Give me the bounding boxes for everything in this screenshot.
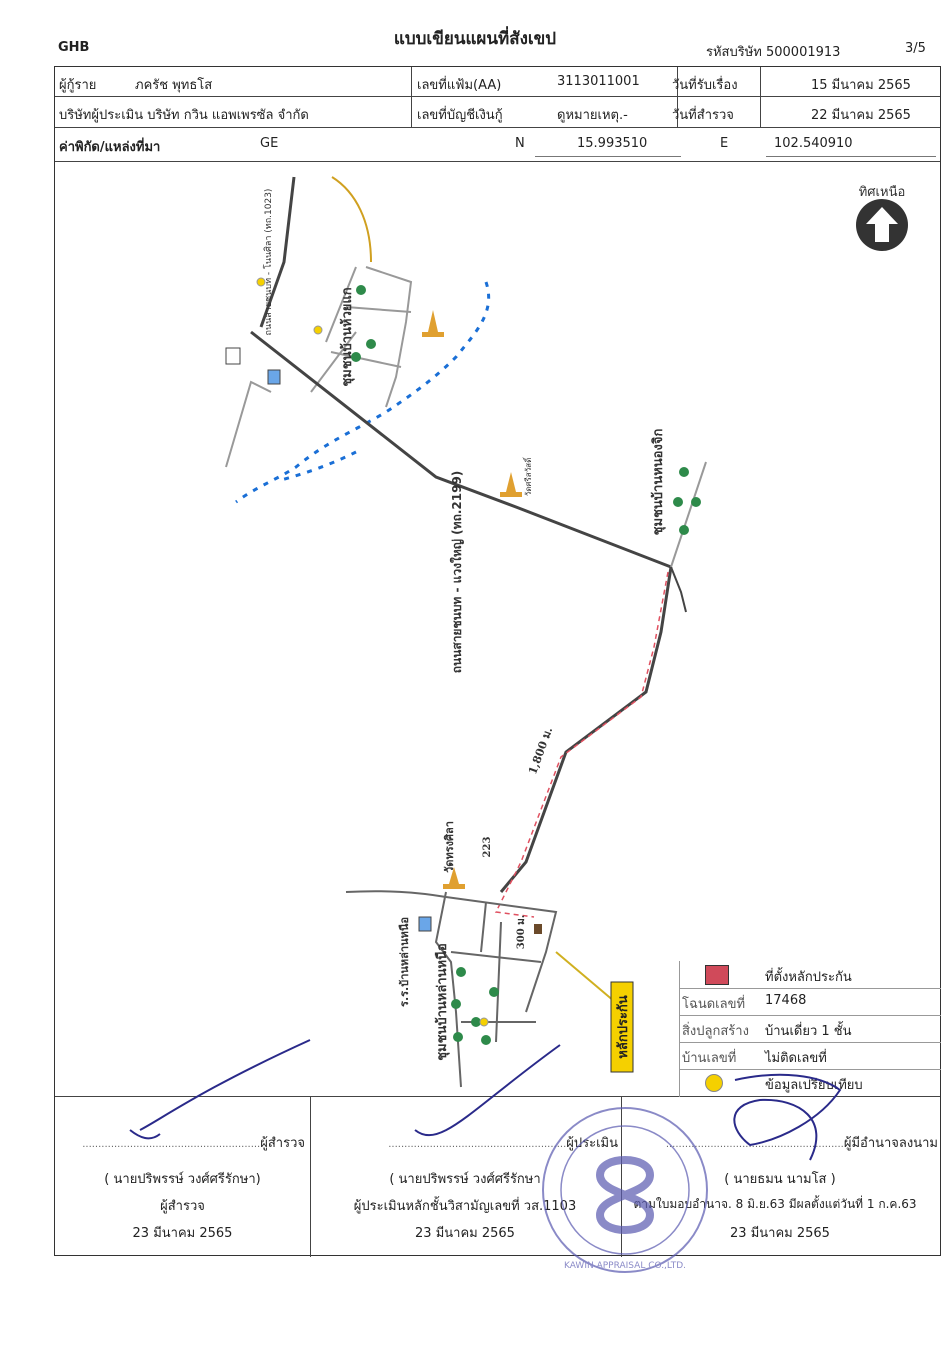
account-value: ดูหมายเหตุ.- [557, 108, 628, 123]
village-east-label: ชุมชนบ้านหนองจิก [650, 429, 666, 536]
handwritten-signature [414, 1044, 561, 1136]
east-village-road [670, 461, 707, 568]
distance-long-label: 1,800 ม. [526, 725, 555, 776]
borrower-label: ผู้กู้ราย [59, 78, 97, 93]
route-road [499, 566, 673, 893]
borrower-name: ภครัช พุทธโส [135, 78, 213, 93]
legend-house-no-value: ไม่ติดเลขที่ [765, 1051, 827, 1066]
north-road [259, 176, 296, 328]
village-north-label: ชุมชนบ้านห้วยแก [339, 287, 355, 386]
comparable-marker [256, 277, 489, 1027]
n-value: 15.993510 [577, 136, 648, 151]
legend-house-no-label: บ้านเลขที่ [682, 1051, 737, 1066]
surveyor-signature-line: ........................................… [82, 1136, 305, 1151]
company-stamp: KAWIN APPRAISAL CO.,LTD. [542, 1107, 708, 1273]
coord-label: ค่าพิกัด/แหล่งที่มา [59, 140, 161, 155]
temple-icon [443, 867, 465, 889]
handwritten-signature [129, 1129, 161, 1140]
temple-2-label: วัดทรงศิลา [443, 821, 456, 873]
received-label: วันที่รับเรื่อง [672, 78, 738, 93]
stamp-text: KAWIN APPRAISAL CO.,LTD. [564, 1261, 686, 1271]
tree-icon [351, 285, 701, 1045]
surveyor-title: ผู้สำรวจ [160, 1199, 205, 1214]
collateral-callout-label: หลักประกัน [616, 995, 631, 1058]
signature-overlay: KAWIN APPRAISAL CO.,LTD. [129, 1039, 842, 1273]
surveyor-name: ( นายปริพรรษ์ วงศ์ศรีรักษา) [104, 1172, 261, 1187]
e-label: E [720, 136, 729, 151]
account-label: เลขที่บัญชีเงินกู้ [417, 108, 503, 123]
collateral-swatch [705, 965, 729, 985]
north-arrow-icon [856, 199, 908, 251]
road-spur-east [670, 566, 687, 613]
file-no-label: เลขที่แฟ้ม(AA) [417, 78, 502, 93]
legend-building-label: สิ่งปลูกสร้าง [682, 1024, 749, 1039]
surveyor-role: ผู้สำรวจ [260, 1136, 305, 1151]
surveyor-date: 23 มีนาคม 2565 [132, 1226, 233, 1241]
collateral-callout: หลักประกัน [610, 981, 634, 1073]
n-label: N [515, 136, 525, 151]
bank-code: GHB [58, 40, 90, 55]
handwritten-signature [139, 1039, 311, 1131]
legend-collateral-location: ที่ตั้งหลักประกัน [765, 970, 852, 985]
form-frame: ผู้กู้ราย ภครัช พุทธโส เลขที่แฟ้ม(AA) 31… [54, 66, 941, 1257]
received-date: 15 มีนาคม 2565 [811, 78, 911, 93]
north-village-roads [225, 266, 413, 468]
e-value: 102.540910 [774, 136, 853, 151]
temple-1-label: วัดศรีสวัสดิ์ [522, 456, 533, 496]
company-code: รหัสบริษัท 500001913 [706, 45, 841, 60]
authorized-date: 23 มีนาคม 2565 [730, 1226, 830, 1241]
row-divider [55, 161, 940, 162]
village-south-label: ชุมชนบ้านหล่านหนือ [434, 943, 450, 1061]
comparable-swatch [705, 1074, 723, 1092]
appraiser-date: 23 มีนาคม 2565 [415, 1226, 515, 1241]
north-road-branch [331, 176, 372, 263]
building-icon [225, 347, 241, 365]
building-icon [267, 369, 281, 385]
north-label: ทิศเหนือ [859, 184, 906, 200]
temple-icon [422, 310, 444, 337]
road-main-label: ถนนสายชนบท - แวงใหญ่ (ทถ.2199) [449, 471, 464, 674]
authorized-role: ผู้มีอำนาจลงนาม [843, 1136, 938, 1151]
row-divider [55, 96, 940, 97]
survey-date: 22 มีนาคม 2565 [811, 108, 911, 123]
row-divider [55, 127, 940, 128]
distance-short-label: 300 ม. [516, 915, 527, 949]
collateral-marker [534, 924, 542, 934]
file-no: 3113011001 [557, 74, 640, 89]
legend-deed-label: โฉนดเลขที่ [682, 997, 746, 1012]
school-label: ร.ร.บ้านหล่านหนือ [398, 917, 411, 1007]
collateral-pointer [555, 951, 622, 1008]
temple-icon [500, 472, 522, 497]
map-legend: ที่ตั้งหลักประกัน โฉนดเลขที่ 17468 สิ่งป… [679, 961, 941, 1097]
main-road [250, 330, 672, 569]
coord-source: GE [260, 136, 279, 151]
page-title: แบบเขียนแผนที่สังเขป [393, 29, 557, 49]
km-223-label: 223 [482, 837, 493, 858]
appraiser-signature-line: ........................................… [388, 1136, 618, 1151]
stream [280, 450, 357, 482]
road-north-label: ถนนสายชนบท - โนนศิลา (ทถ.1023) [263, 189, 274, 336]
survey-label: วันที่สำรวจ [672, 108, 734, 123]
appraiser-name: ( นายปริพรรษ์ วงศ์ศรีรักษา [389, 1172, 541, 1187]
location-map: ทิศเหนือ หลักประกัน ถนนสายชนบท - แวงใหญ่… [225, 176, 908, 1088]
authorized-name: ( นายธมน นามโส ) [724, 1172, 836, 1187]
appraiser-role: ผู้ประเมิน [566, 1136, 618, 1151]
appraiser-company: บริษัทผู้ประเมิน บริษัท กวิน แอพเพรซัล จ… [59, 108, 309, 123]
appraiser-title: ผู้ประเมินหลักชั้นวิสามัญเลขที่ วส.1103 [353, 1199, 577, 1214]
page-number: 3/5 [905, 41, 926, 56]
handwritten-signature [733, 1073, 842, 1161]
legend-building-value: บ้านเดี่ยว 1 ชั้น [765, 1024, 852, 1039]
row-divider [55, 1096, 940, 1097]
route-dashed [494, 571, 669, 918]
building-icon [418, 916, 432, 932]
legend-deed-value: 17468 [765, 993, 807, 1008]
